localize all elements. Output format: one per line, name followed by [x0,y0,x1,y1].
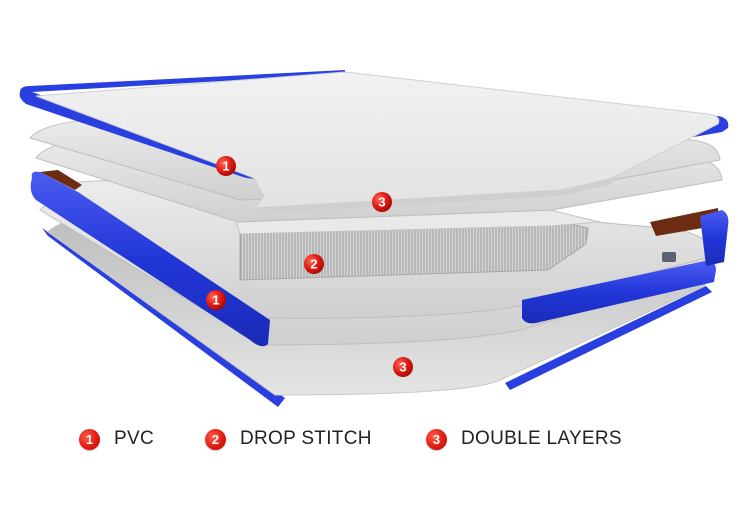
layer-diagram: 1 3 2 1 3 [0,0,750,420]
legend-number-badge: 2 [205,429,226,450]
legend-label-drop-stitch: DROP STITCH [240,428,372,450]
legend-item-double-layers: 3 DOUBLE LAYERS [426,428,622,450]
marker-double-top: 3 [372,192,392,212]
marker-dropstitch: 2 [304,254,324,274]
legend-item-drop-stitch: 2 DROP STITCH [205,428,372,450]
legend-label-double-layers: DOUBLE LAYERS [461,428,622,450]
marker-pvc-top: 1 [216,156,236,176]
marker-number: 3 [378,195,385,210]
marker-number: 2 [310,257,317,272]
marker-number: 1 [212,293,219,308]
marker-pvc-side: 1 [206,290,226,310]
legend-label-pvc: PVC [114,428,154,450]
legend: 1 PVC 2 DROP STITCH 3 DOUBLE LAYERS [0,424,750,456]
marker-number: 1 [222,159,229,174]
marker-double-bottom: 3 [393,357,413,377]
valve-icon [662,252,676,262]
legend-number-badge: 3 [426,429,447,450]
legend-item-pvc: 1 PVC [79,428,154,450]
marker-number: 3 [399,360,406,375]
legend-number-badge: 1 [79,429,100,450]
